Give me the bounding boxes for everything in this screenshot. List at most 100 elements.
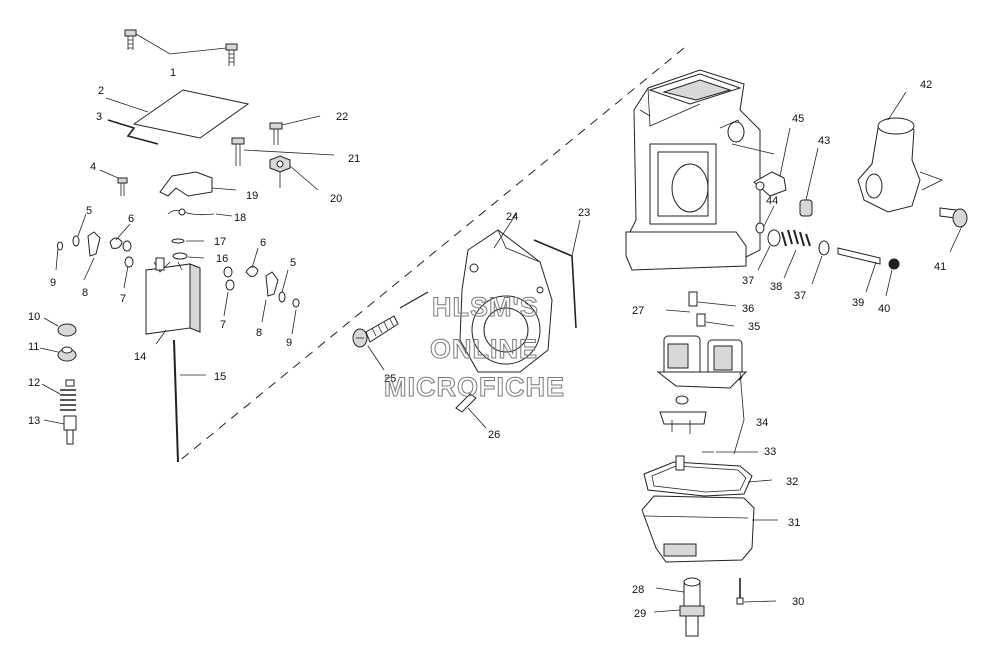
label-13: 13 [28,415,40,427]
part-24-body-plate [459,213,553,373]
watermark: HLSM'S ONLINE MICROFICHE [384,292,565,403]
label-40: 40 [878,303,890,315]
label-20: 20 [330,193,342,205]
watermark-line-1: HLSM'S [432,292,539,322]
label-43: 43 [818,135,830,147]
label-24: 24 [506,211,518,223]
label-33: 33 [764,446,776,458]
label-41: 41 [934,261,946,273]
label-37b: 37 [794,290,806,302]
label-45: 45 [792,113,804,125]
label-14: 14 [134,351,146,363]
part-31-bowl [641,495,778,563]
part-44-oring [755,205,775,234]
part-21-screw [231,137,335,166]
part-22-screw [269,115,321,145]
part-34-float [656,335,748,455]
assembly-axis-line [177,47,685,463]
label-6: 6 [128,213,134,225]
part-42-lever [857,91,944,213]
label-26: 26 [488,429,500,441]
part-18-clip [167,208,233,217]
part-38-spring [781,229,811,279]
label-18: 18 [234,212,246,224]
label-34: 34 [756,417,768,429]
part-16-spring [172,252,205,260]
label-4: 4 [90,161,96,173]
part-37b-washer [811,240,830,285]
label-35: 35 [748,321,760,333]
label-7b: 7 [220,319,226,331]
part-1-screws [124,29,238,66]
small-parts-right [223,247,300,335]
part-30-screw [736,578,777,605]
label-5b: 5 [290,257,296,269]
part-43-cap [799,147,819,217]
watermark-line-2: ONLINE [430,334,538,364]
part-36-jet [688,291,737,307]
label-9: 9 [50,277,56,289]
label-10: 10 [28,311,40,323]
part-13-plunger [43,415,77,445]
part-4-screw [99,169,128,196]
label-7: 7 [120,293,126,305]
part-12-spring [41,379,76,411]
part-2-plate [105,89,250,139]
part-15-needle [173,339,206,463]
label-25: 25 [384,373,396,385]
label-44: 44 [766,195,778,207]
label-27: 27 [632,305,644,317]
label-23: 23 [578,207,590,219]
part-32-gasket [643,455,773,497]
label-42: 42 [920,79,932,91]
label-11: 11 [28,341,39,353]
label-22: 22 [336,111,348,123]
part-41-screw [939,207,968,253]
label-29: 29 [634,608,646,620]
label-21: 21 [348,153,360,165]
label-12: 12 [28,377,40,389]
label-9b: 9 [286,337,292,349]
part-28-fitting [655,577,701,607]
part-17-pin [171,238,204,244]
label-38: 38 [770,281,782,293]
callout-labels: 1 2 3 4 5 6 7 8 9 10 11 12 13 14 15 16 1… [28,67,946,620]
label-17: 17 [214,236,226,248]
label-39: 39 [852,297,864,309]
part-19-bracket [159,171,237,197]
label-19: 19 [246,190,258,202]
part-45-fitting [753,127,791,197]
label-30: 30 [792,596,804,608]
label-32: 32 [786,476,798,488]
part-14-block [145,257,201,345]
part-11-nut [39,346,77,362]
part-40-ball [885,258,900,297]
part-39-needle [837,247,881,293]
label-3: 3 [96,111,102,123]
label-8b: 8 [256,327,262,339]
part-25-arrow-dash [399,291,429,309]
label-28: 28 [632,584,644,596]
carburetor-body [625,69,775,271]
part-35-jet [696,313,735,327]
part-37-washer [757,229,781,271]
part-3-wire [107,119,159,145]
label-15: 15 [214,371,226,383]
label-8: 8 [82,287,88,299]
label-1: 1 [170,67,176,79]
label-31: 31 [788,517,800,529]
label-2: 2 [98,85,104,97]
watermark-line-3: MICROFICHE [384,372,565,402]
small-parts-left [55,213,134,289]
part-25-screw [352,315,399,371]
label-36: 36 [742,303,754,315]
label-37: 37 [742,275,754,287]
part-20-nut [269,155,319,191]
part-29-fitting [653,605,705,637]
part-26-screw [455,393,487,429]
label-16: 16 [216,253,228,265]
part-23-wire [533,239,577,329]
label-5: 5 [86,205,92,217]
label-6b: 6 [260,237,266,249]
